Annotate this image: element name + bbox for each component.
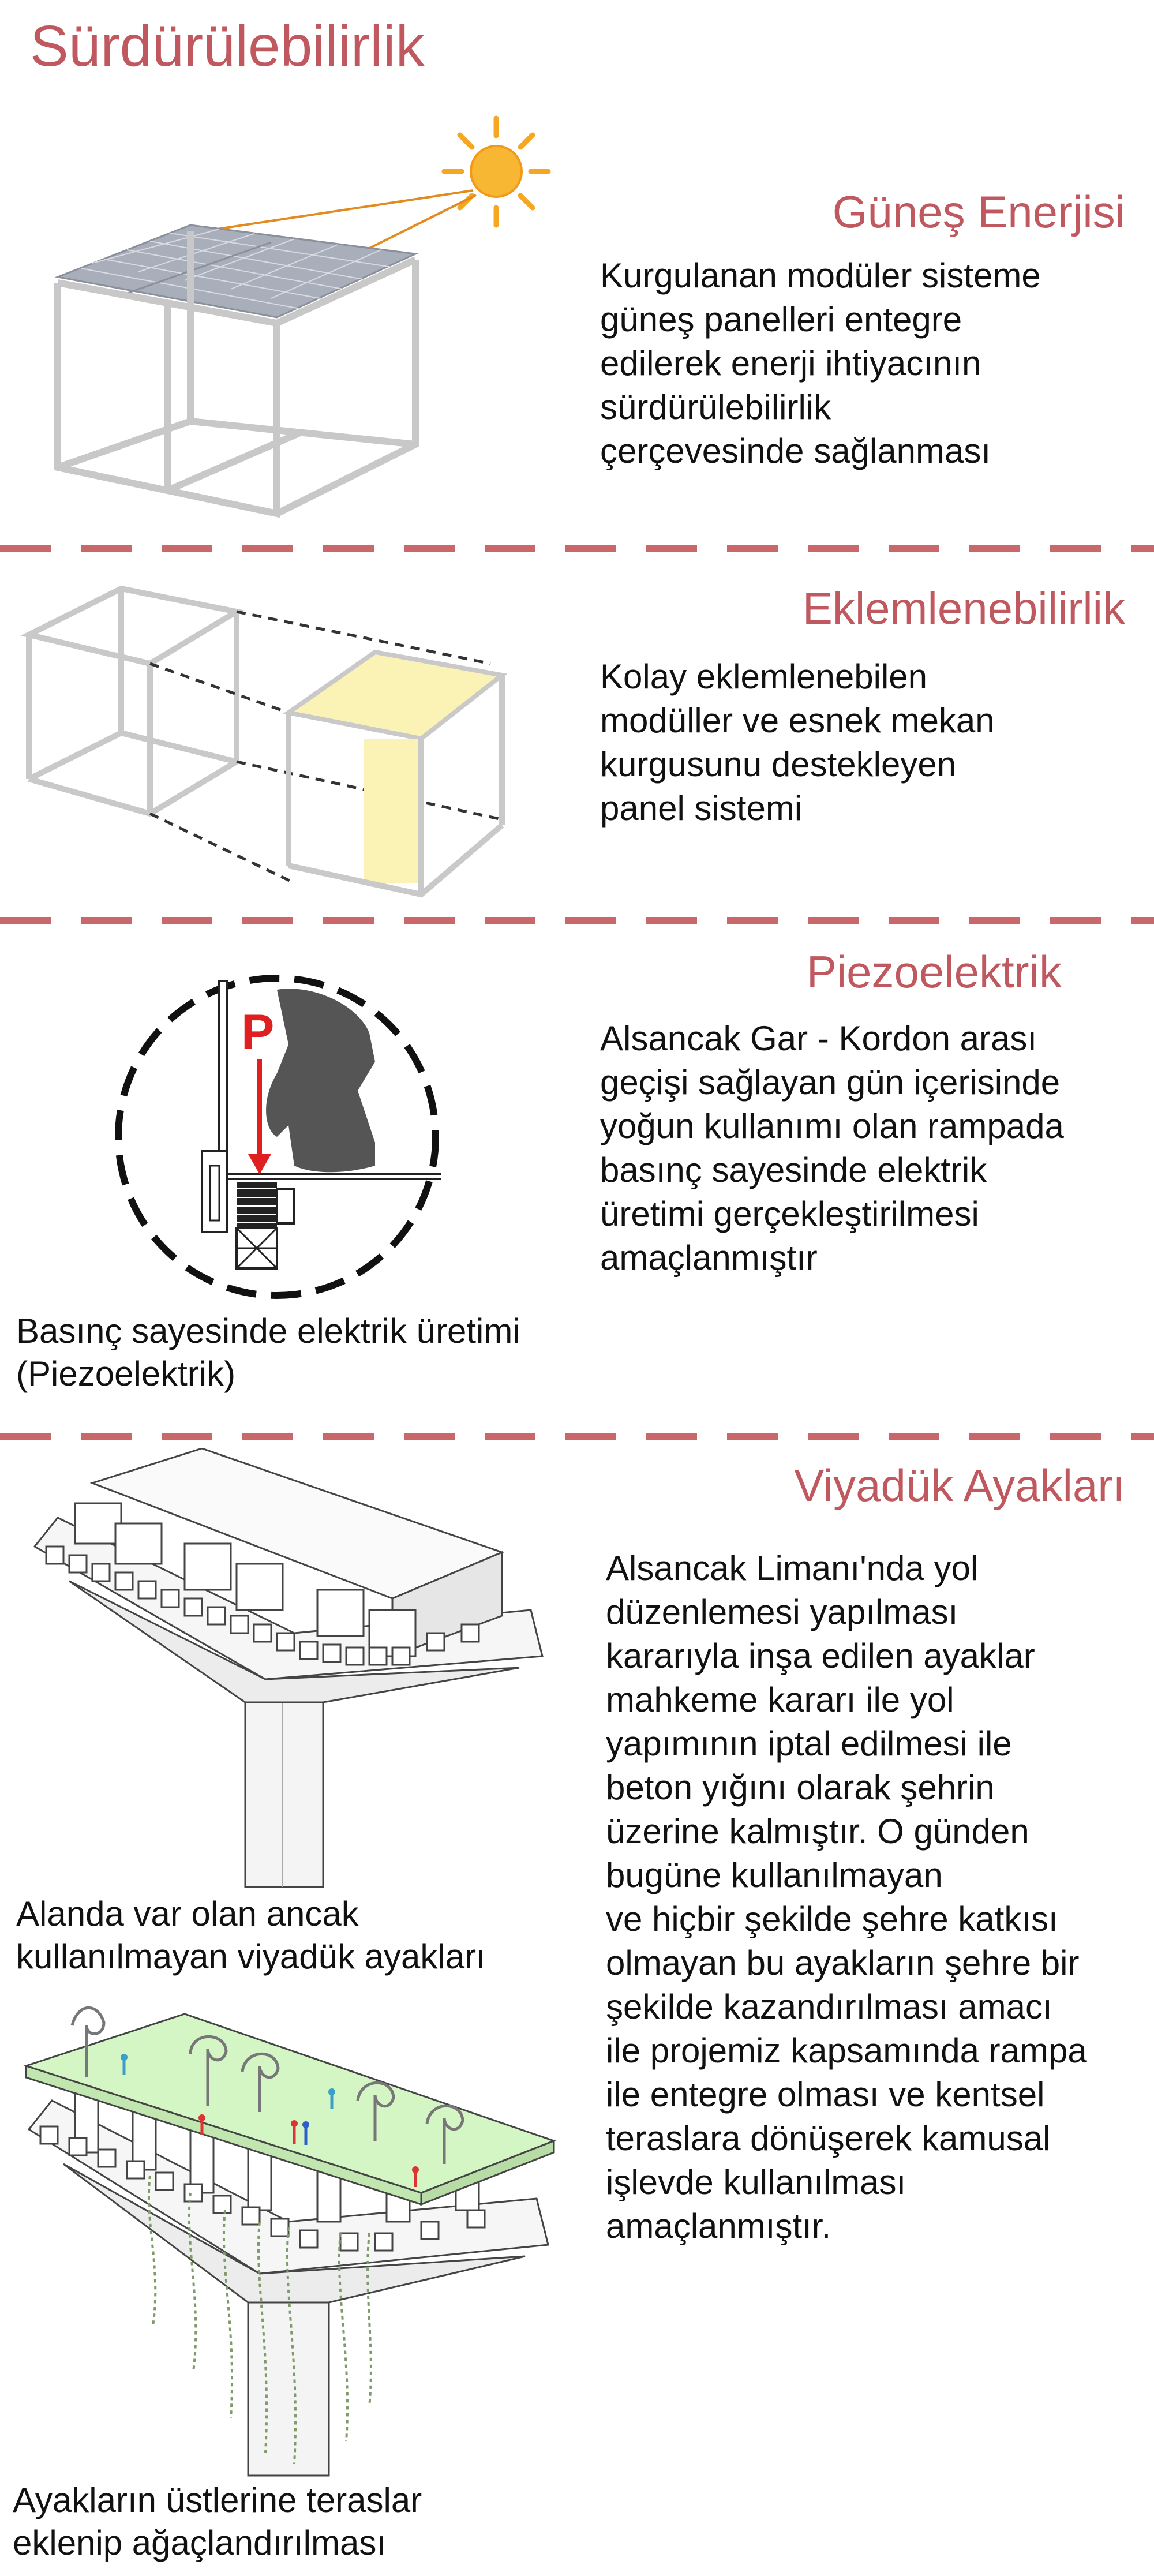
section-text-piezo: Alsancak Gar - Kordon arası geçişi sağla… [600,1019,1064,1277]
section-title-solar: Güneş Enerjisi [832,186,1125,237]
section-text-viaduct: Alsancak Limanı'nda yol düzenlemesi yapı… [606,1549,1087,2245]
caption-viaduct-terrace: Ayakların üstlerine teraslar eklenip ağa… [13,2481,422,2562]
section-divider [0,545,1154,552]
section-divider [0,1433,1154,1440]
piezo-diagram: P [115,975,441,1299]
sun-icon [441,115,551,228]
pressure-label: P [241,1005,274,1060]
solar-frame-illustration [54,115,551,518]
viaduct-pier-illustration [33,1448,544,1888]
section-divider [0,917,1154,924]
modular-frame-illustration [20,585,508,898]
page-title: Sürdürülebilirlik [30,14,425,78]
section-title-modular: Eklemlenebilirlik [802,583,1125,634]
viaduct-terrace-illustration [23,2006,557,2477]
caption-viaduct-existing: Alanda var olan ancak kullanılmayan viya… [16,1894,486,1976]
section-text-solar: Kurgulanan modüler sisteme güneş panelle… [600,256,1041,470]
section-title-piezo: Piezoelektrik [806,946,1062,997]
section-title-viaduct: Viyadük Ayakları [794,1460,1125,1511]
caption-piezo: Basınç sayesinde elektrik üretimi (Piezo… [16,1312,520,1393]
section-text-modular: Kolay eklemlenebilen modüller ve esnek m… [600,657,995,828]
